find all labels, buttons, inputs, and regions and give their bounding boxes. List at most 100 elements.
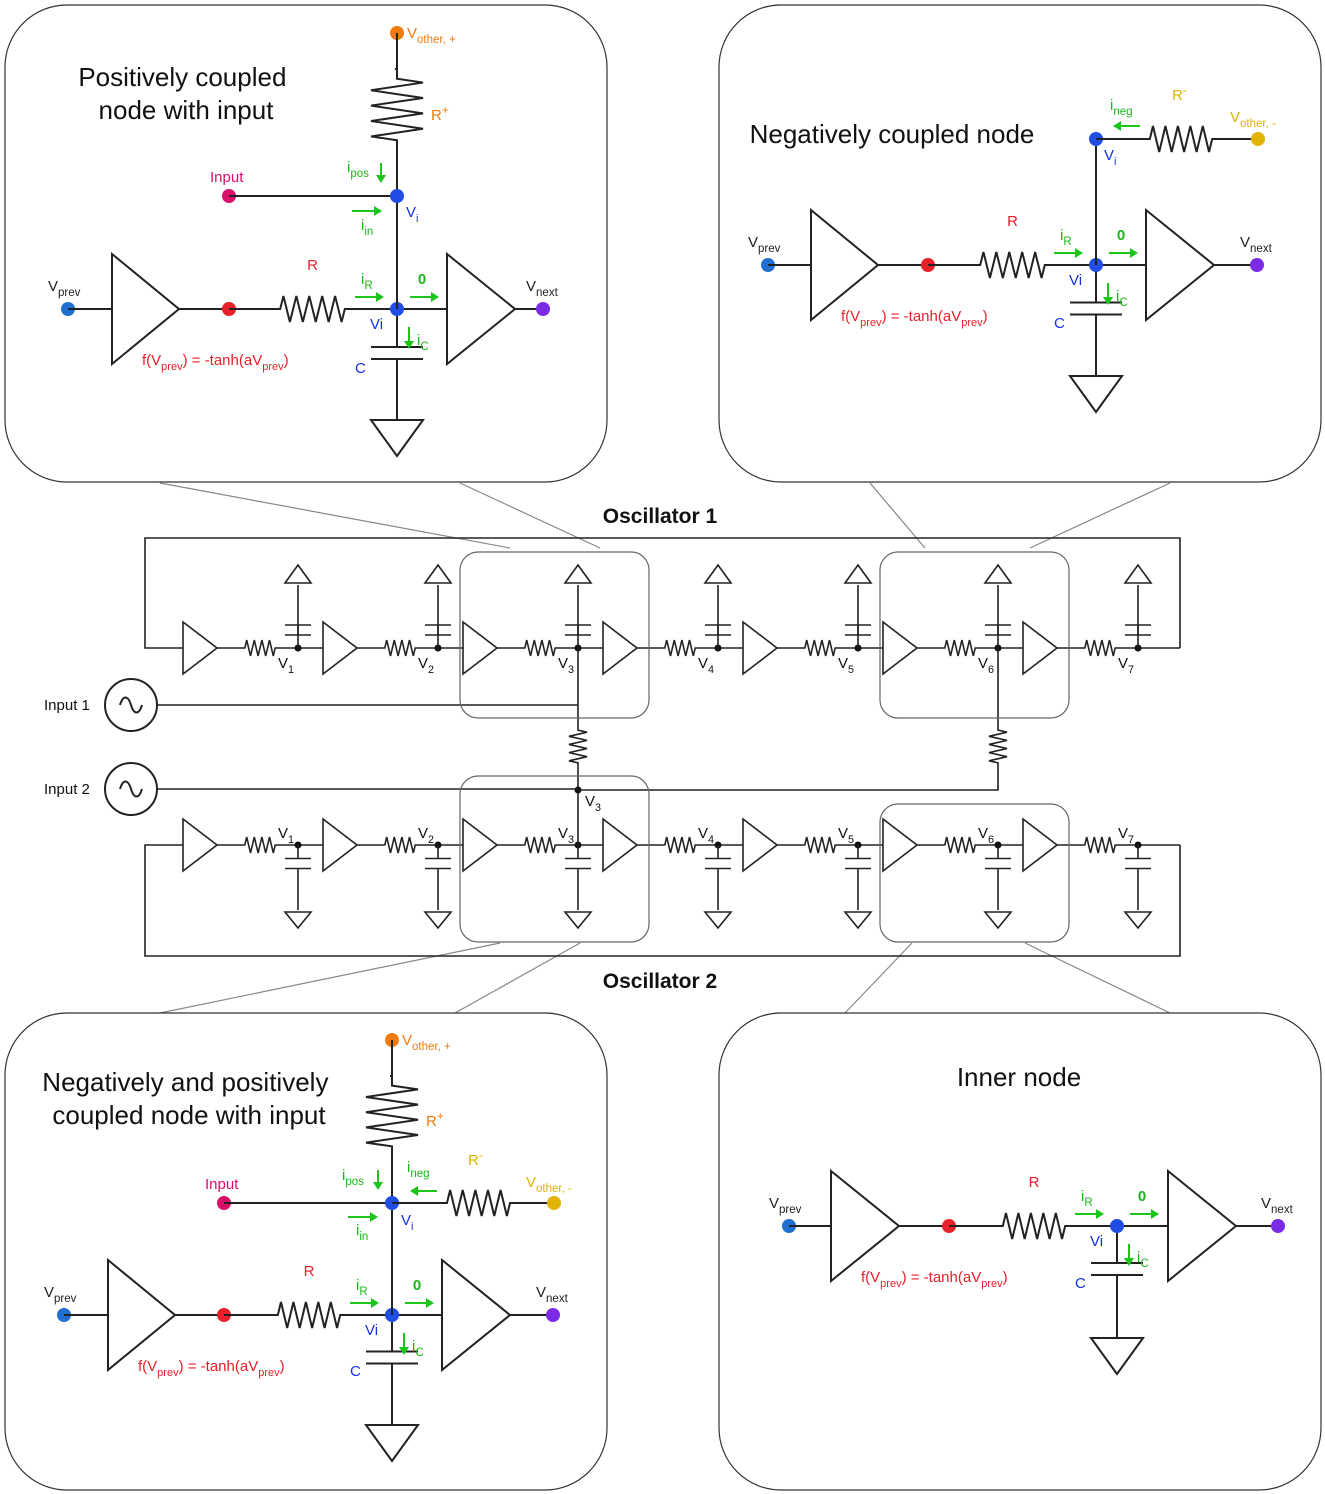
label-subscript: prev (779, 1204, 802, 1216)
label-main: V (526, 278, 536, 295)
zoom-box-osc1-node3 (459, 551, 650, 719)
label-main: V (558, 825, 568, 842)
panel-frame-both (4, 1012, 608, 1491)
capacitor (985, 845, 1011, 882)
buffer-triangle (111, 251, 181, 367)
r-minus-label: R- (468, 1150, 483, 1169)
arrow-head (1075, 248, 1083, 258)
v-next-node (1271, 1219, 1285, 1233)
ground-icon (369, 419, 425, 458)
buffer-triangle (107, 1257, 177, 1373)
ground-icon (423, 563, 453, 584)
v-other-plus-label: Vother, + (402, 1032, 451, 1053)
label-main: V (418, 655, 428, 672)
ground-icon (563, 911, 593, 930)
resistor-zigzag (240, 836, 280, 854)
capacitor (285, 612, 311, 648)
zero-current-label: 0 (1138, 1188, 1146, 1205)
resistor-zigzag (660, 836, 700, 854)
label-subscript: pos (350, 168, 369, 180)
label-subscript: prev (58, 287, 81, 299)
arrow-head (1096, 1209, 1104, 1219)
resistor-zigzag (365, 1076, 419, 1156)
zoom-box-osc2-node6 (879, 803, 1070, 943)
ineg-arrow (410, 1186, 437, 1196)
label-main: V (585, 793, 595, 810)
label-subscript: 4 (708, 834, 714, 846)
ac-source-wave (119, 696, 143, 714)
label-main: i (1081, 1188, 1084, 1205)
label-main: ) (1003, 1269, 1008, 1286)
label-main: V (1261, 1195, 1271, 1212)
iin-arrow (348, 1212, 378, 1222)
arrow-head (376, 175, 386, 183)
buffer-triangle (1167, 1168, 1238, 1284)
node-label: V7 (1118, 825, 1134, 846)
ground-icon (983, 563, 1013, 584)
transfer-function-label: f(Vprev) = -tanh(aVprev) (841, 308, 988, 329)
v-prev-label: Vprev (48, 278, 81, 299)
resistor (1080, 639, 1120, 657)
ground-icon (283, 911, 313, 930)
coupling-resistor-positive (568, 725, 588, 768)
label-main: V (278, 825, 288, 842)
label-main: f(V (861, 1269, 880, 1286)
resistor-zigzag (1140, 125, 1222, 153)
zoom-leaders (159, 482, 1171, 1014)
resistor-zigzag (380, 836, 420, 854)
oscillator-1-title: Oscillator 1 (603, 505, 718, 528)
zero-current-label: 0 (418, 271, 426, 288)
node-label: V2 (418, 655, 434, 676)
label-main: V (402, 1032, 412, 1049)
input-1-label: Input 1 (44, 697, 90, 714)
label-main: ) = -tanh(aV (183, 352, 263, 369)
ir-label: iR (361, 271, 373, 292)
resistor-r-minus (1140, 125, 1222, 153)
node-label: V5 (838, 655, 854, 676)
label-main: i (347, 159, 350, 176)
vi-top-label: Vi (406, 204, 418, 225)
label-main: i (1110, 97, 1113, 114)
ground-icon (703, 563, 733, 584)
label-subscript: 1 (288, 664, 294, 676)
buffer-triangle (462, 817, 499, 873)
node-label: V2 (418, 825, 434, 846)
resistor-r (270, 295, 355, 323)
label-main: V (978, 825, 988, 842)
label-main: ) = -tanh(aV (179, 1358, 259, 1375)
label-subscript: next (1250, 243, 1273, 255)
resistor (940, 836, 980, 854)
label-main: f(V (841, 308, 860, 325)
resistor (520, 639, 560, 657)
ground-icon (1123, 563, 1153, 584)
c-label: C (1075, 1275, 1086, 1292)
resistor (520, 836, 560, 854)
label-subscript: pos (345, 1176, 364, 1188)
panel-title-positive-line2: node with input (99, 95, 275, 125)
resistor (1080, 836, 1120, 854)
buffer-triangle (446, 251, 517, 367)
resistor-r-plus (365, 1076, 419, 1156)
label-main: V (406, 204, 416, 221)
label-subscript: R (1063, 236, 1071, 248)
buffer-triangle (1022, 817, 1059, 873)
label-main: V (526, 1174, 536, 1191)
v-prev-label: Vprev (748, 234, 781, 255)
label-main: V (1118, 825, 1128, 842)
label-main: i (361, 217, 364, 234)
resistor (800, 836, 840, 854)
v-next-node (1250, 258, 1264, 272)
arrow-head (376, 292, 384, 302)
zoom-box-osc1-node6 (879, 551, 1070, 719)
iin-label: iin (361, 217, 373, 238)
capacitor (705, 612, 731, 648)
label-subscript: prev (161, 361, 183, 373)
label-main: R (431, 107, 442, 124)
label-subscript: other, + (417, 34, 456, 46)
label-main: ) (983, 308, 988, 325)
label-subscript: prev (54, 1293, 77, 1305)
v-other-minus-label: Vother, - (1230, 109, 1276, 130)
